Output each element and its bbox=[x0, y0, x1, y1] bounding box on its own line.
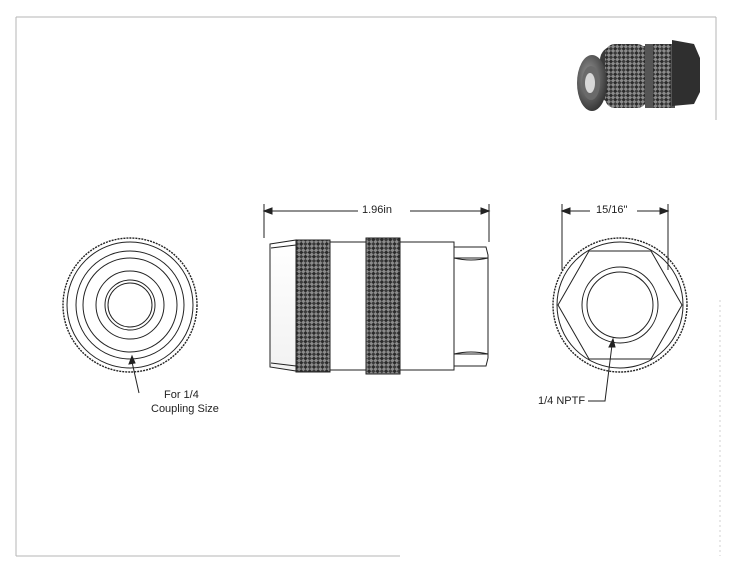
length-dimension bbox=[262, 204, 491, 242]
isometric-view bbox=[577, 40, 700, 111]
hex-dimension-label: 15/16" bbox=[596, 204, 628, 216]
front-callout-line1: For 1/4 bbox=[164, 389, 199, 401]
rear-callout-leader bbox=[588, 337, 616, 402]
rear-callout-label: 1/4 NPTF bbox=[538, 395, 586, 407]
hex-dimension bbox=[560, 204, 670, 270]
sheet-border bbox=[15, 16, 717, 557]
front-view bbox=[62, 237, 198, 373]
length-dimension-label: 1.96in bbox=[362, 204, 392, 216]
rear-view bbox=[552, 237, 688, 373]
side-view bbox=[269, 237, 489, 375]
front-callout-line2: Coupling Size bbox=[151, 403, 219, 415]
front-callout-leader bbox=[128, 354, 140, 394]
